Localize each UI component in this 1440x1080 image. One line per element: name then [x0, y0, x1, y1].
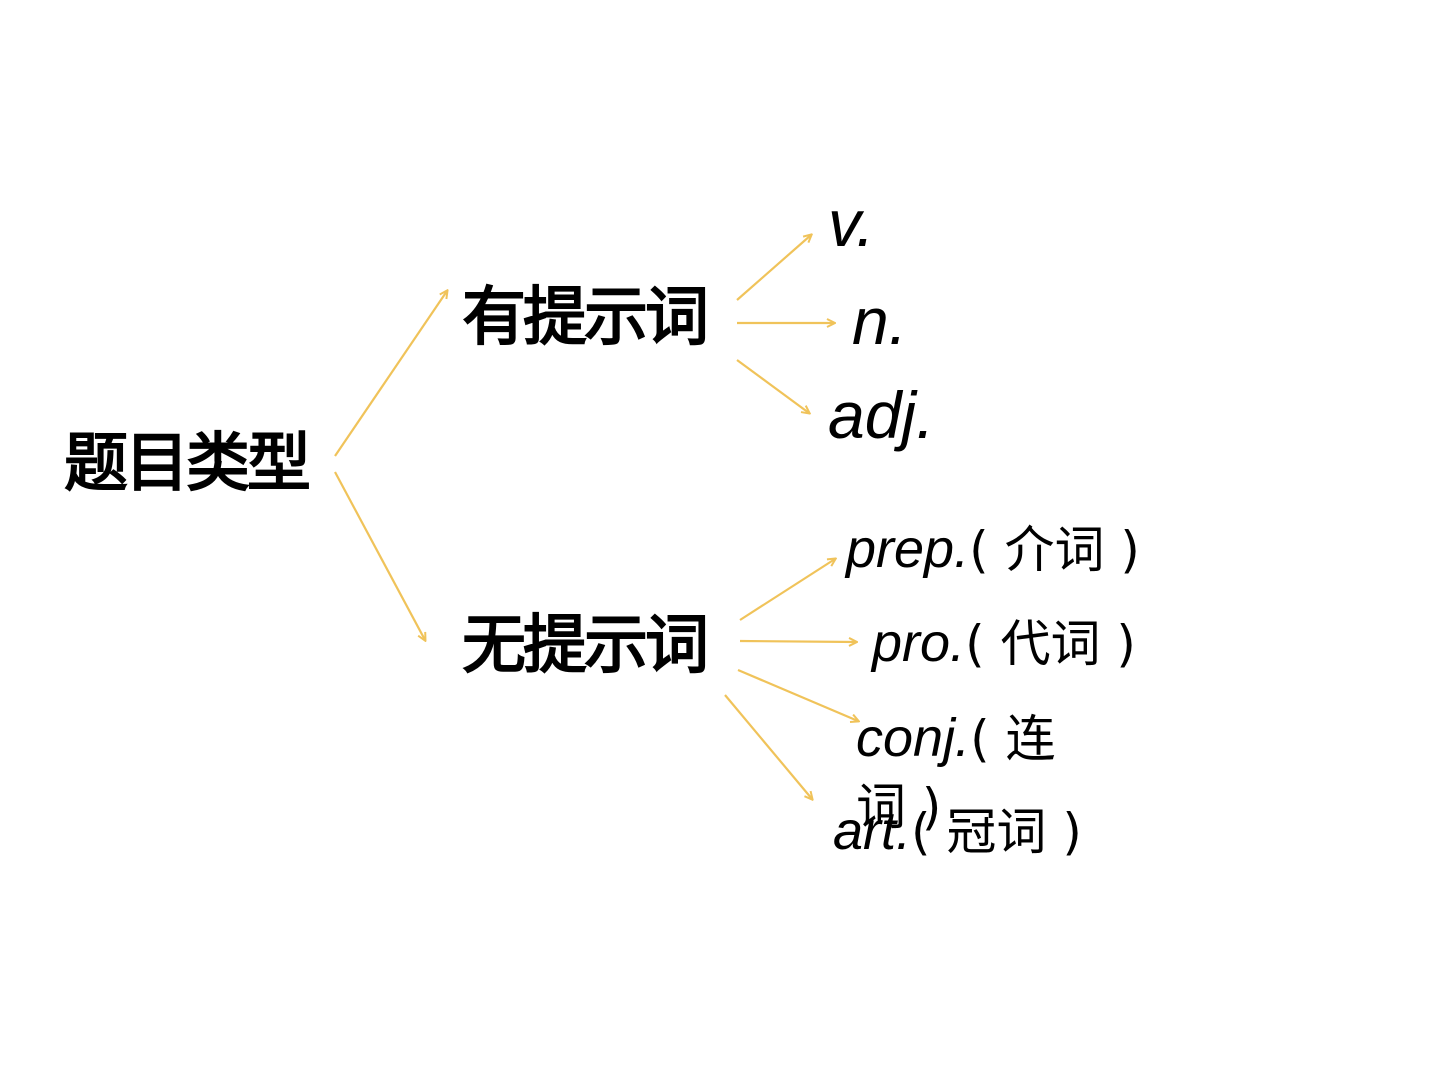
arrow-to-pronoun	[739, 641, 856, 642]
arrow-root-to-with-hint	[334, 291, 447, 457]
pos-preposition-gloss: ( 介词 )	[969, 521, 1140, 579]
arrow-to-conjunction	[737, 668, 858, 721]
pos-article-gloss: ( 冠词 )	[911, 803, 1082, 861]
pos-conjunction: conj.( 连词 )	[856, 705, 1096, 840]
arrow-to-verb	[736, 235, 811, 301]
branch-label-without-hint: 无提示词	[462, 609, 709, 683]
pos-preposition: prep.( 介词 )	[846, 522, 1140, 576]
root-label: 题目类型	[64, 427, 311, 501]
branch-label-with-hint: 有提示词	[462, 281, 709, 355]
pos-article-abbr: art.	[833, 801, 912, 861]
pos-pronoun: pro.( 代词 )	[872, 616, 1136, 670]
arrow-to-article	[724, 694, 812, 799]
pos-pronoun-abbr: pro.	[872, 613, 966, 673]
pos-conjunction-abbr: conj.	[856, 708, 971, 768]
pos-article: art.( 冠词 )	[833, 804, 1082, 858]
arrow-to-preposition	[739, 559, 835, 621]
pos-verb: v.	[828, 186, 875, 260]
pos-pronoun-gloss: ( 代词 )	[965, 615, 1136, 673]
arrow-root-to-without-hint	[334, 471, 425, 640]
arrow-to-adjective	[736, 359, 809, 413]
pos-noun: n.	[852, 284, 908, 358]
pos-conjunction-gloss: ( 连词 )	[856, 710, 1056, 836]
pos-preposition-abbr: prep.	[846, 519, 970, 579]
pos-adjective: adj.	[828, 378, 935, 452]
